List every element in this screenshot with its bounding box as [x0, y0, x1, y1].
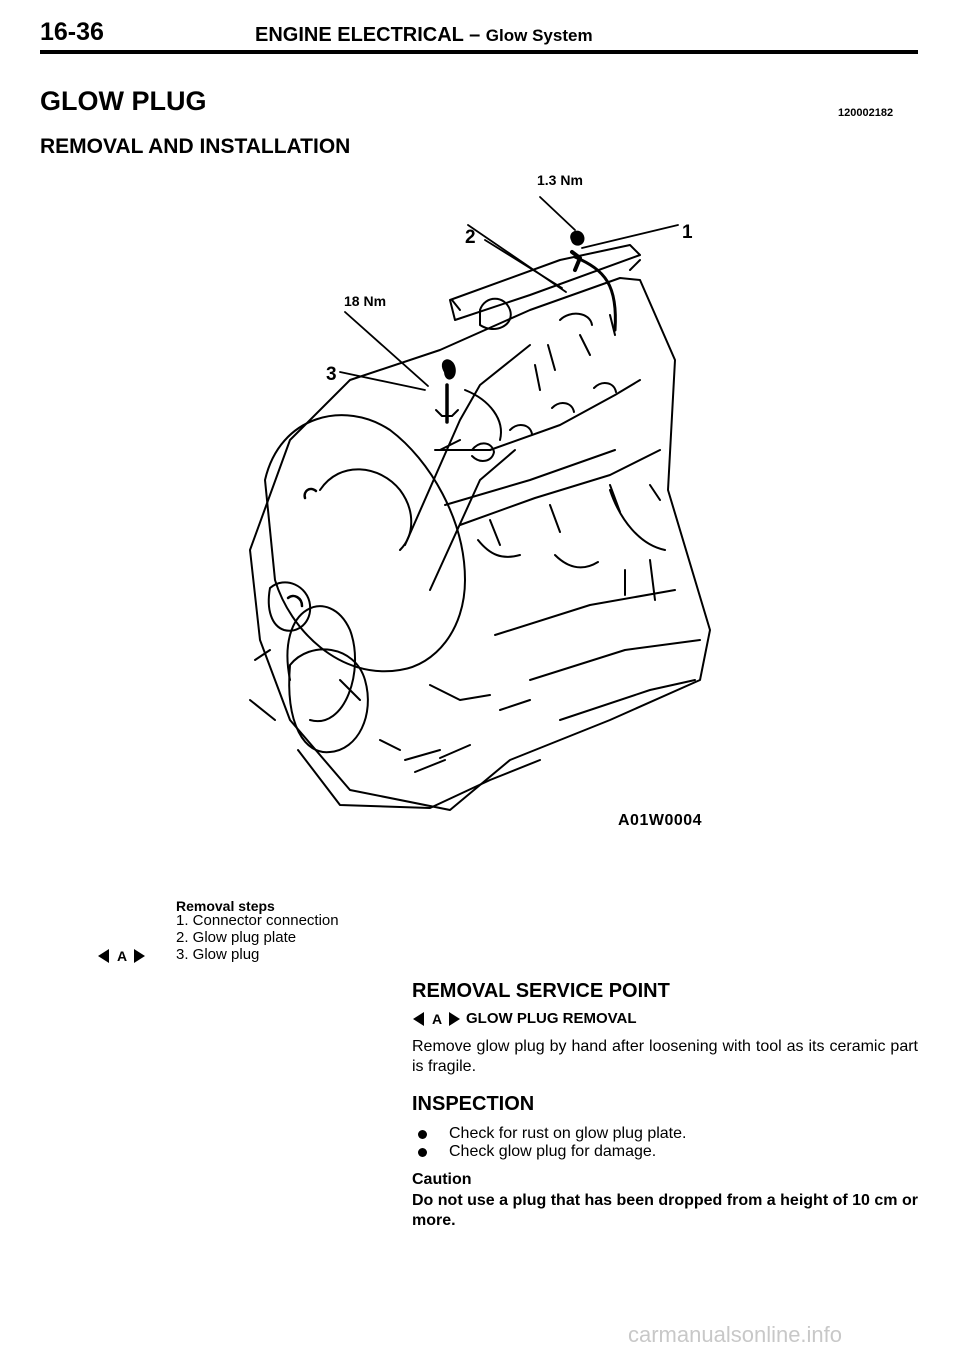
removal-steps-title: Removal steps — [176, 898, 275, 914]
service-point-a-marker: A — [413, 1011, 460, 1027]
caution-text: Do not use a plug that has been dropped … — [412, 1192, 918, 1229]
service-point-marker-letter: A — [117, 948, 127, 964]
inspection-title: INSPECTION — [412, 1093, 535, 1115]
inspection-item: Check for rust on glow plug plate. — [418, 1125, 686, 1143]
subsection-title: REMOVAL AND INSTALLATION — [40, 135, 351, 158]
removal-service-point-title: REMOVAL SERVICE POINT — [412, 980, 670, 1002]
inspection-item-text: Check glow plug for damage. — [449, 1143, 657, 1160]
callout-number-3: 3 — [326, 364, 337, 385]
section-title: GLOW PLUG — [40, 86, 207, 116]
header-title-main: ENGINE ELECTRICAL — [255, 24, 464, 46]
page-number: 16-36 — [40, 18, 104, 46]
glow-plug-removal-title: GLOW PLUG REMOVAL — [466, 1010, 637, 1027]
glow-plug-removal-heading: A GLOW PLUG REMOVAL — [412, 1010, 637, 1027]
removal-step-1: 1. Connector connection — [176, 912, 339, 929]
bullet-icon — [418, 1147, 427, 1157]
header-title: ENGINE ELECTRICAL – Glow System — [255, 24, 593, 47]
service-point-marker-letter: A — [432, 1011, 442, 1027]
callout-number-2: 2 — [465, 227, 476, 248]
engine-illustration — [249, 196, 711, 811]
header-rule — [40, 50, 918, 54]
inspection-item: Check glow plug for damage. — [418, 1143, 656, 1161]
watermark: carmanualsonline.info — [628, 1322, 843, 1347]
figure-label: A01W0004 — [618, 812, 703, 829]
header-title-sub: Glow System — [485, 26, 593, 45]
document-id: 120002182 — [838, 107, 894, 119]
caution-title: Caution — [412, 1171, 472, 1188]
callout-number-1: 1 — [682, 222, 693, 243]
removal-step-2: 2. Glow plug plate — [176, 929, 297, 946]
torque-callout-top: 1.3 Nm — [537, 172, 583, 188]
service-point-a-marker: A — [98, 948, 145, 964]
inspection-item-text: Check for rust on glow plug plate. — [449, 1125, 687, 1142]
header-title-separator: – — [463, 24, 486, 46]
removal-step-3: 3. Glow plug — [176, 946, 260, 963]
torque-callout-left: 18 Nm — [344, 293, 387, 309]
glow-plug-removal-text: Remove glow plug by hand after loosening… — [412, 1038, 918, 1075]
bullet-icon — [418, 1129, 427, 1139]
